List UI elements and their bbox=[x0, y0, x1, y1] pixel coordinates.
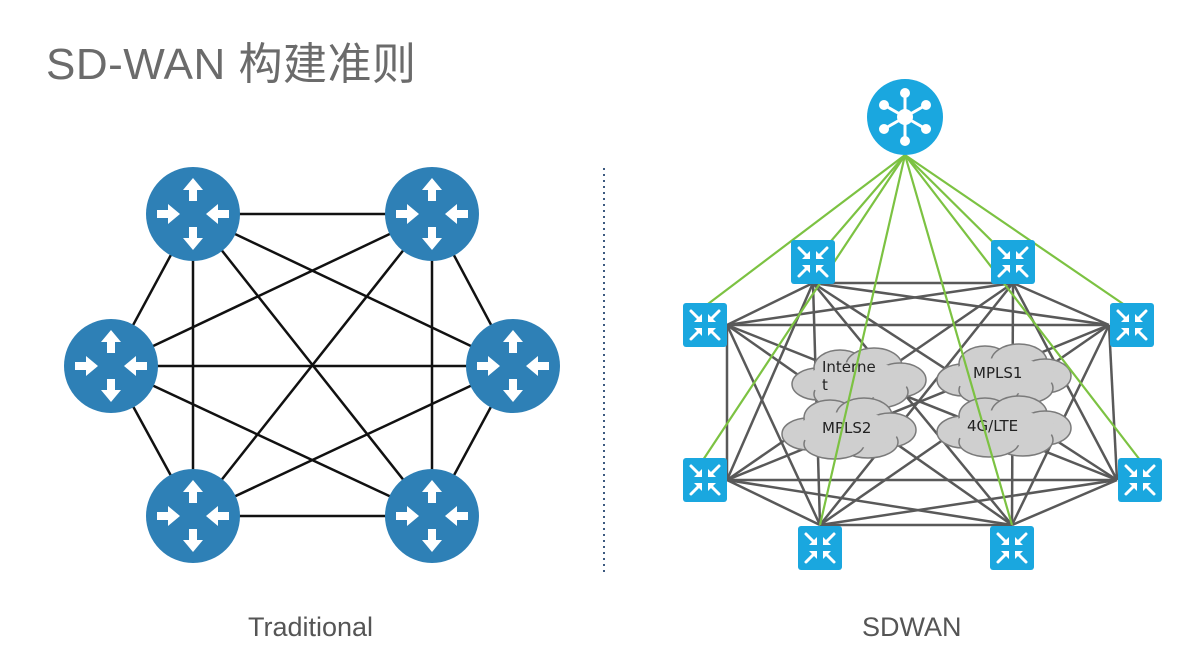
sdwan-switch-icon bbox=[1116, 456, 1164, 504]
caption-sdwan: SDWAN bbox=[862, 612, 962, 642]
hub-network-icon bbox=[867, 79, 943, 155]
sdwan-switch-icon bbox=[988, 524, 1036, 572]
router-icon bbox=[466, 319, 560, 413]
controller-links bbox=[699, 154, 1141, 526]
cloud-4g-lte-label: 4G/LTE bbox=[967, 417, 1018, 435]
router-icon bbox=[64, 319, 158, 413]
cloud-internet-label-1: Interne bbox=[822, 358, 876, 376]
sdwan-switch-icon bbox=[1108, 301, 1156, 349]
cloud-mpls2: MPLS2 bbox=[781, 397, 917, 460]
sdwan-mesh-links bbox=[725, 281, 1119, 527]
cloud-mpls1-label: MPLS1 bbox=[973, 364, 1022, 382]
router-icon bbox=[146, 469, 240, 563]
sdwan-switch-icon bbox=[989, 238, 1037, 286]
caption-traditional: Traditional bbox=[248, 612, 374, 642]
router-icon bbox=[146, 167, 240, 261]
sdwan-switch-icon bbox=[681, 456, 729, 504]
cloud-4g-lte: 4G/LTE bbox=[936, 395, 1072, 458]
slide-title: SD-WAN 构建准则 bbox=[46, 40, 417, 89]
cloud-internet: Interne t bbox=[791, 347, 927, 410]
router-icon bbox=[385, 469, 479, 563]
sdwan-switch-icon bbox=[789, 238, 837, 286]
sdwan-switch-icon bbox=[681, 301, 729, 349]
traditional-mesh-links bbox=[109, 212, 515, 518]
cloud-internet-label-2: t bbox=[822, 376, 828, 394]
sdwan-switch-icon bbox=[796, 524, 844, 572]
router-icon bbox=[385, 167, 479, 261]
cloud-mpls2-label: MPLS2 bbox=[822, 419, 871, 437]
cloud-mpls1: MPLS1 bbox=[936, 343, 1072, 406]
